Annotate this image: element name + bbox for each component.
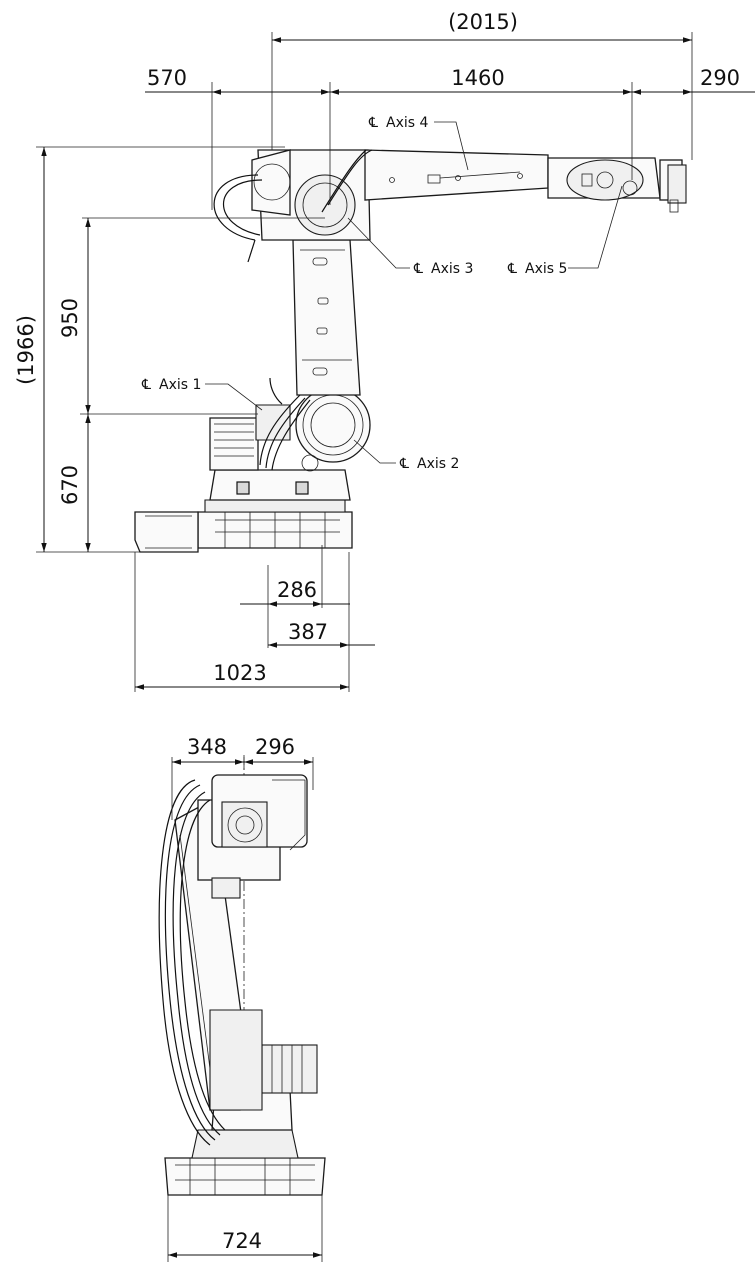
- label-axis-2: Axis 2: [417, 456, 459, 472]
- dim-base-height: 670: [58, 465, 82, 505]
- axis-callouts: ℄ Axis 4 ℄ Axis 3 ℄ Axis 5 ℄ Axis 1 ℄ Ax…: [141, 115, 623, 472]
- dim-left-width: 348: [187, 735, 227, 759]
- dim-total-reach: (2015): [448, 10, 518, 34]
- side-view-robot: [134, 149, 687, 553]
- dim-base-total: 1023: [213, 661, 266, 685]
- dim-total-height: (1966): [14, 315, 38, 385]
- centerline-symbol-icon: ℄: [399, 456, 409, 472]
- side-view-dimensions: (2015) 570 1460 290 (1966) 950 670 286 3…: [14, 10, 755, 692]
- dim-arm-length: 1460: [451, 66, 504, 90]
- dim-wrist-length: 290: [700, 66, 740, 90]
- dim-base-front: 286: [277, 578, 317, 602]
- dim-base-front-outer: 387: [288, 620, 328, 644]
- dim-right-width: 296: [255, 735, 295, 759]
- dim-rear-offset: 570: [147, 66, 187, 90]
- label-axis-5: Axis 5: [525, 261, 567, 277]
- label-axis-1: Axis 1: [159, 377, 201, 393]
- label-axis-4: Axis 4: [386, 115, 428, 131]
- front-view-dimensions: 348 296 724: [167, 735, 323, 1262]
- centerline-symbol-icon: ℄: [141, 377, 151, 393]
- centerline-symbol-icon: ℄: [368, 115, 378, 131]
- dim-base-width: 724: [222, 1229, 262, 1253]
- front-view-robot: [158, 755, 326, 1196]
- centerline-symbol-icon: ℄: [507, 261, 517, 277]
- dim-upper-arm: 950: [58, 298, 82, 338]
- centerline-symbol-icon: ℄: [413, 261, 423, 277]
- label-axis-3: Axis 3: [431, 261, 473, 277]
